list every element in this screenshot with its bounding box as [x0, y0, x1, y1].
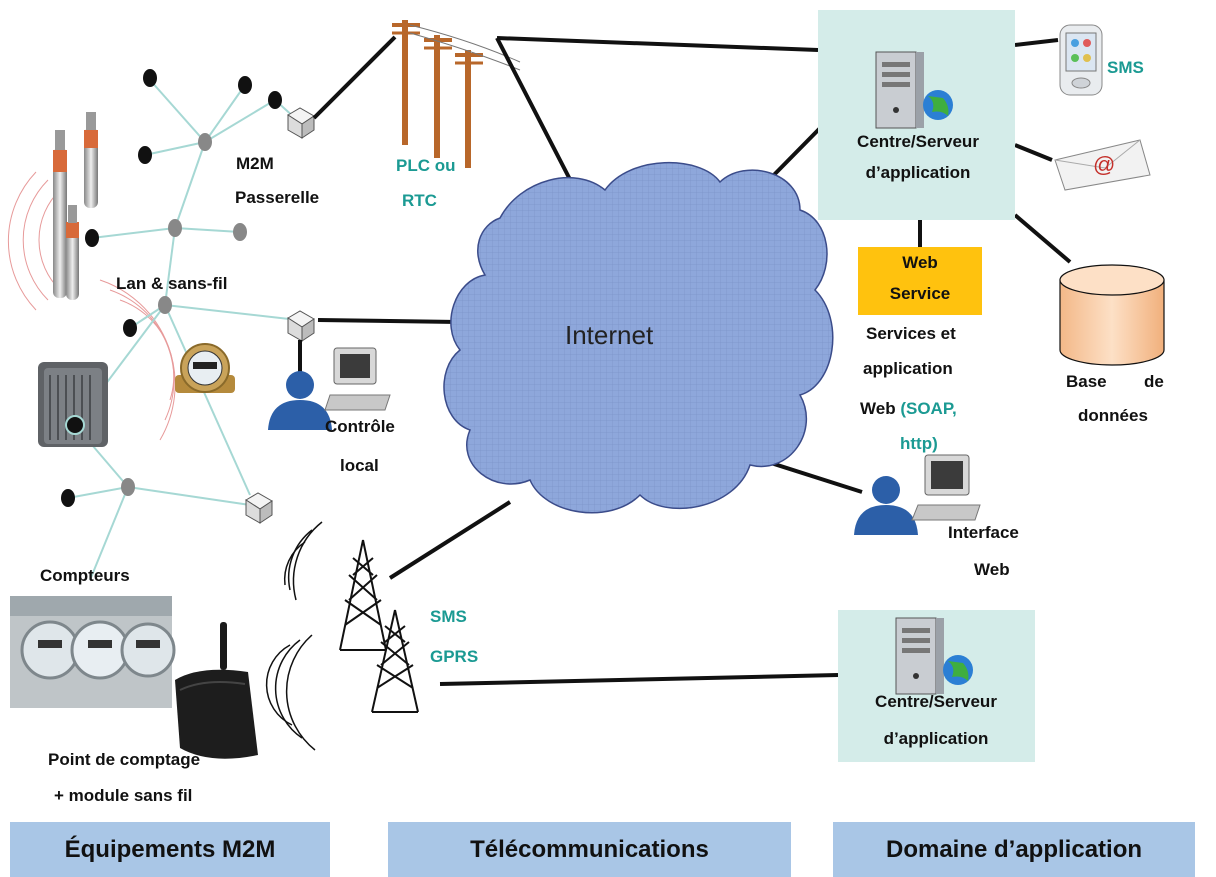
web-label: Web [974, 560, 1010, 579]
local-user-pc-icon [268, 347, 391, 430]
server-tower-icon-2 [895, 617, 973, 695]
footer-domaine: Domaine d’application [833, 822, 1195, 877]
web-user-pc-icon [854, 454, 981, 535]
footer-equipements: Équipements M2M [10, 822, 330, 877]
services-http: http) [900, 434, 938, 453]
controle-label: Contrôle [325, 417, 395, 436]
database-icon [1059, 264, 1165, 366]
mesh-links [67, 79, 299, 581]
wireless-waves-red [7, 171, 176, 441]
app-server2-label-line2: d’application [883, 729, 989, 748]
local-label: local [340, 456, 379, 475]
app-server-box-bottom: Centre/Serveur d’application [838, 610, 1035, 762]
m2m-gateway-middle [287, 310, 315, 342]
cell-towers-icon [339, 539, 419, 713]
passerelle-label: Passerelle [235, 188, 320, 207]
services-line2: application [863, 359, 953, 378]
donnees-label: données [1078, 406, 1148, 425]
module-label: + module sans fil [54, 786, 193, 805]
sms-telecom-label: SMS [430, 607, 467, 626]
interface-label: Interface [948, 523, 1019, 542]
email-at-sign: @ [1093, 152, 1115, 177]
gprs-label: GPRS [430, 647, 479, 666]
smartphone-icon [1059, 24, 1103, 96]
services-line1: Services et [866, 324, 956, 343]
wireless-module-icon [175, 622, 258, 759]
app-server-label-line1: Centre/Serveur [857, 132, 979, 151]
app-server-box-top: Centre/Serveur d’application [818, 10, 1015, 220]
point-comptage-label: Point de comptage [48, 750, 201, 769]
web-service-line1: Web [902, 253, 938, 272]
lan-label: Lan & sans-fil [116, 274, 228, 293]
mesh-nodes [61, 69, 282, 507]
m2m-gateway-bottom [245, 492, 273, 524]
plc-label: PLC ou [396, 156, 456, 175]
network-links [298, 35, 1072, 686]
email-envelope-icon: @ [1054, 139, 1151, 191]
web-service-line2: Service [889, 284, 951, 303]
server-tower-icon [875, 51, 953, 129]
gas-meters [53, 112, 98, 300]
water-meter-icon [175, 343, 235, 393]
electricity-meters-photo [10, 596, 176, 708]
utility-poles-icon [392, 20, 521, 168]
app-server-label-line2: d’application [865, 163, 971, 182]
de-label: de [1144, 372, 1164, 391]
services-web: Web [860, 399, 896, 418]
services-line3: Web (SOAP, [860, 393, 957, 424]
m2m-gateway-top [287, 107, 315, 139]
meter-cabinet-icon [38, 362, 108, 447]
footer-telecom: Télécommunications [388, 822, 791, 877]
services-soap: (SOAP, [900, 399, 957, 418]
base-label: Base [1066, 372, 1107, 391]
compteurs-label: Compteurs [40, 566, 130, 585]
app-server2-label-line1: Centre/Serveur [875, 692, 997, 711]
sms-phone-label: SMS [1107, 58, 1144, 77]
web-service-box: Web Service [858, 247, 982, 315]
m2m-label: M2M [236, 154, 274, 173]
internet-cloud [443, 161, 834, 514]
internet-label: Internet [565, 320, 654, 350]
radio-waves [265, 521, 323, 751]
rtc-label: RTC [402, 191, 437, 210]
